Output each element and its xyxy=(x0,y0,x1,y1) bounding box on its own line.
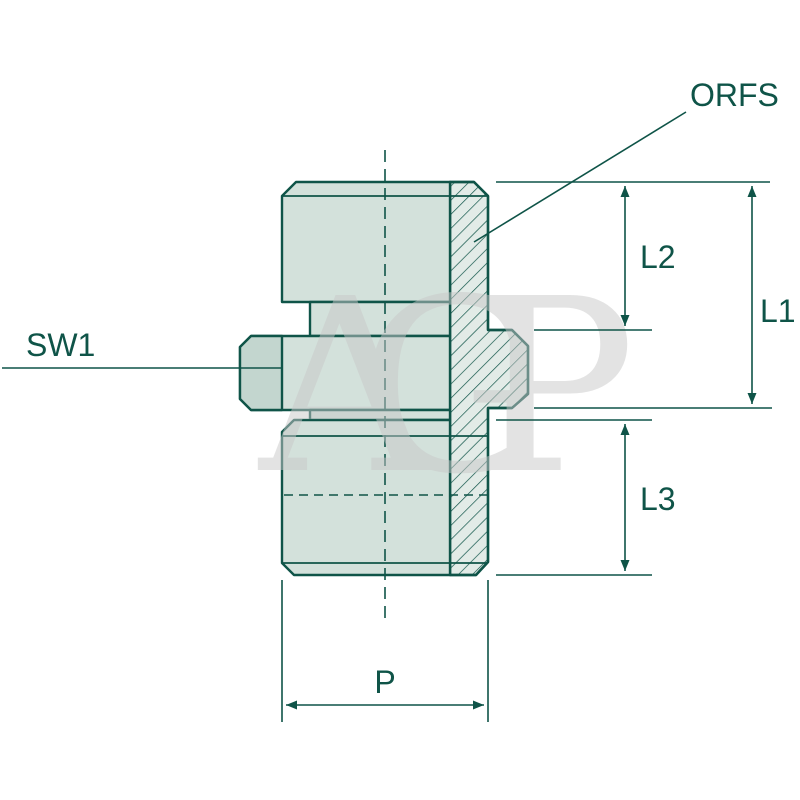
fitting-body xyxy=(238,180,530,577)
l2-dim-label: L2 xyxy=(640,239,676,275)
agp-watermark: AGP xyxy=(257,247,627,527)
dimension-lines xyxy=(2,111,772,722)
section-hatch xyxy=(448,180,530,577)
l1-dim-label: L1 xyxy=(760,293,796,329)
leader-orfs xyxy=(473,111,687,243)
sw1-label: SW1 xyxy=(26,327,95,363)
orfs-nut-body xyxy=(280,180,452,304)
hex-facet xyxy=(238,334,284,412)
l3-dim-label: L3 xyxy=(640,481,676,517)
p-dim-label: P xyxy=(374,664,395,700)
dimension-labels: ORFS SW1 L2 L1 L3 P xyxy=(26,77,796,700)
centerlines xyxy=(284,150,487,618)
bottom-thread-body xyxy=(280,418,452,577)
orfs-label: ORFS xyxy=(690,77,779,113)
